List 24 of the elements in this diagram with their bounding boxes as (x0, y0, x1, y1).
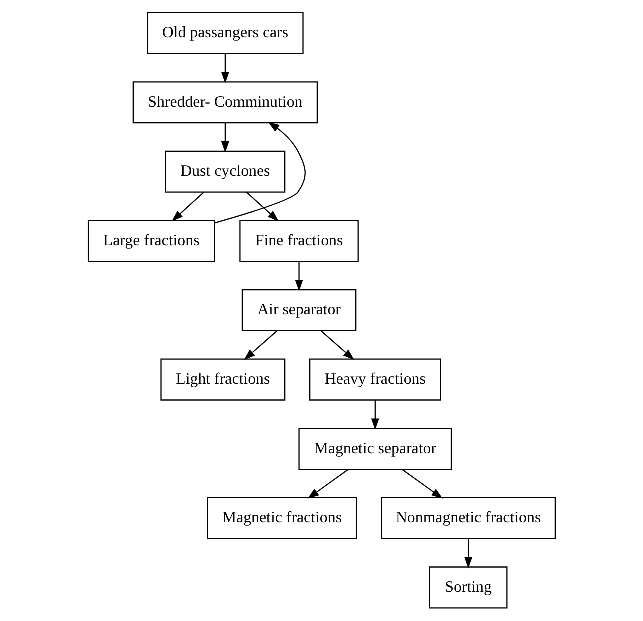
arrow (307, 469, 348, 499)
arrow (214, 122, 306, 224)
arrow (246, 192, 278, 222)
node-box: Magnetic fractions (206, 497, 357, 540)
arrow (402, 469, 443, 499)
node-box: Fine fractions (239, 220, 358, 262)
arrow (220, 54, 229, 84)
node-box: Large fractions (87, 220, 215, 262)
arrow (464, 538, 472, 569)
arrow (294, 262, 303, 292)
node-box: Dust cyclones (164, 150, 286, 193)
arrow (320, 330, 354, 360)
node-box: Heavy fractions (309, 358, 441, 401)
node-box: Old passangers cars (146, 12, 304, 54)
arrow (171, 192, 204, 222)
node-box: Sorting (428, 566, 508, 609)
node-box: Magnetic separator (298, 428, 452, 470)
arrow (220, 123, 229, 153)
node-box: Nonmagnetic fractions (380, 497, 556, 540)
node-box: Shredder- Comminution (132, 82, 318, 124)
arrow (370, 400, 379, 430)
node-box: Air separator (241, 289, 356, 332)
node-box: Light fractions (160, 358, 286, 401)
arrow (244, 330, 278, 360)
